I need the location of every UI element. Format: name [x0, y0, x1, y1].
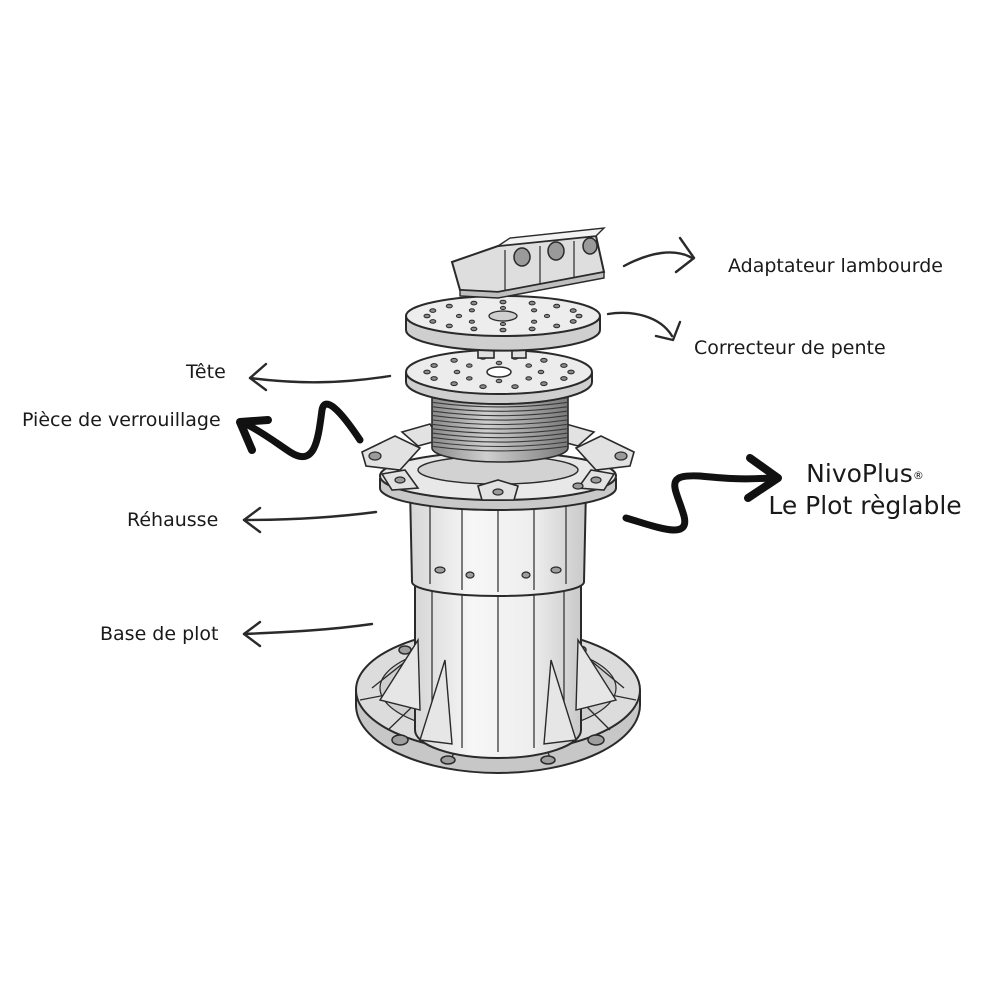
plate-hole: [423, 369, 431, 375]
thread-line: [432, 428, 568, 434]
plate-hole: [429, 308, 437, 313]
arrow-verrouillage-head: [236, 416, 272, 454]
plate-hole: [466, 376, 473, 381]
plate-hole: [429, 319, 437, 324]
arrow-adaptateur-head: [674, 236, 696, 274]
label-adaptateur-lambourde: Adaptateur lambourde: [728, 255, 943, 277]
plate-hole: [528, 326, 536, 332]
thread-line: [432, 410, 568, 417]
arrow-rehausse-head: [242, 506, 262, 534]
brand-name: NivoPlus: [806, 459, 913, 488]
thread-line: [432, 423, 568, 430]
plate-hole: [445, 303, 453, 309]
plate-hole: [470, 326, 478, 332]
label-correcteur-de-pente: Correcteur de pente: [694, 337, 886, 359]
plate-hole: [569, 319, 577, 324]
thread-line: [432, 437, 568, 443]
plate-hole: [531, 308, 538, 313]
plate-hole: [430, 376, 438, 381]
thread-line: [432, 401, 568, 408]
plate-hole: [430, 363, 438, 368]
plate-hole: [450, 357, 458, 363]
thread-line: [432, 419, 568, 426]
arrow-rehausse: [242, 510, 378, 522]
plate-hole: [450, 381, 458, 387]
plate-hole: [528, 300, 536, 306]
rehausse-body: [408, 487, 588, 597]
locking-collar: [361, 423, 635, 511]
thread-line: [432, 441, 568, 448]
plate-hole: [499, 327, 507, 333]
plate-hole: [499, 299, 507, 305]
arrow-correcteur-head: [654, 320, 682, 342]
plate-hole: [499, 321, 507, 327]
arrow-correcteur: [606, 311, 674, 338]
plate-hole: [479, 384, 487, 390]
plate-hole: [575, 313, 583, 319]
plate-hole: [553, 323, 561, 329]
plate-hole: [537, 369, 545, 375]
plate-hole: [567, 369, 575, 375]
arrow-verrouillage: [242, 400, 364, 461]
brand-block: NivoPlus® Le Plot règlable: [760, 458, 970, 522]
plate-hole: [560, 376, 568, 381]
label-tete: Tête: [186, 361, 226, 383]
label-piece-de-verrouillage: Pièce de verrouillage: [22, 409, 221, 431]
plate-hole: [468, 319, 475, 324]
arrow-nivoplus: [622, 472, 774, 534]
arrow-tete: [248, 374, 392, 384]
thread-line: [432, 415, 568, 421]
plate-hole: [466, 363, 473, 368]
label-base-de-plot: Base de plot: [100, 623, 219, 645]
plate-hole: [553, 303, 561, 309]
arrow-tete-head: [248, 362, 268, 392]
plate-hole: [453, 369, 461, 375]
plate-hole: [543, 313, 551, 319]
plate-hole: [445, 323, 453, 329]
plate-hole: [569, 308, 577, 313]
bold-arrows: [236, 400, 782, 534]
brand-registered-mark: ®: [912, 469, 924, 482]
slope-corrector-plate: [405, 295, 601, 352]
plate-hole: [495, 378, 503, 384]
plate-hole: [455, 313, 463, 319]
plate-hole: [540, 381, 548, 387]
head-plate: [405, 349, 593, 405]
plate-hole: [540, 357, 548, 363]
plate-hole: [423, 313, 431, 319]
plate-hole: [531, 319, 538, 324]
thread-line: [432, 406, 568, 412]
plate-hole: [560, 363, 568, 368]
leader-arrows: [242, 236, 696, 648]
thread-line: [432, 445, 568, 452]
plate-hole: [511, 384, 519, 390]
plate-hole: [470, 300, 478, 306]
brand-tagline: Le Plot règlable: [768, 491, 962, 520]
plate-hole: [495, 360, 503, 366]
thread-line: [432, 432, 568, 439]
brand-name-line: NivoPlus®: [760, 458, 970, 490]
plate-hole: [525, 376, 533, 381]
arrow-nivoplus-head: [744, 454, 782, 502]
plate-hole: [499, 305, 507, 311]
plate-hole: [468, 308, 475, 313]
label-rehausse: Réhausse: [127, 509, 219, 531]
plate-hole: [525, 363, 533, 368]
joist-adapter: [450, 227, 606, 299]
arrow-base: [242, 622, 374, 636]
arrow-base-head: [242, 620, 262, 648]
arrow-adaptateur: [622, 251, 694, 268]
